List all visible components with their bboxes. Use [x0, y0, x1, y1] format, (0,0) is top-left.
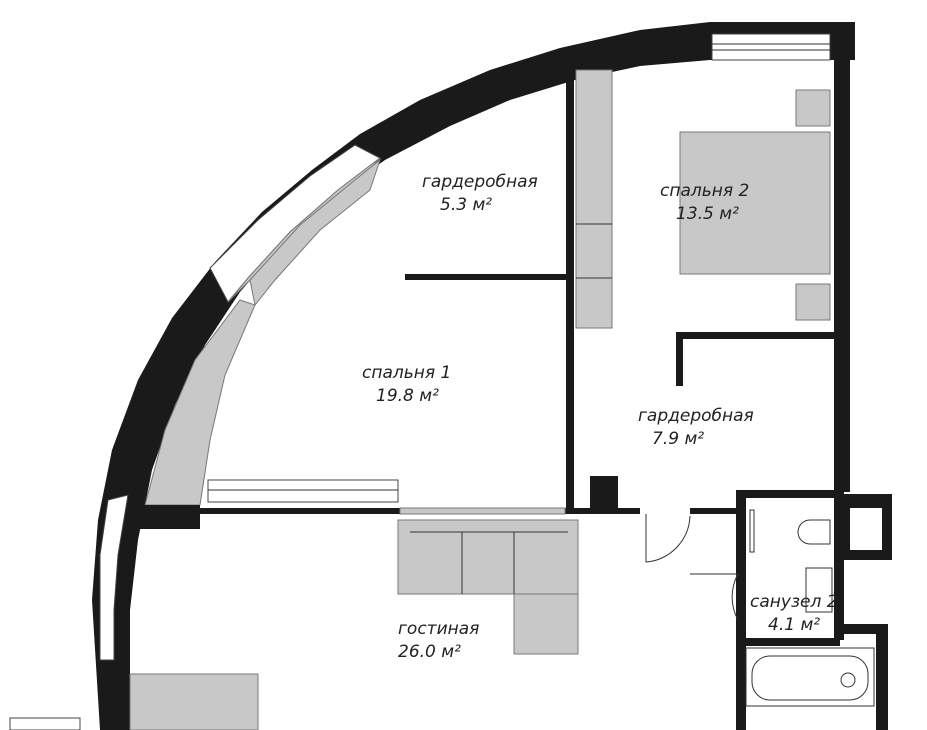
label-bathroom2-area: 4.1 м² [768, 615, 820, 635]
curved-panel-top [249, 158, 382, 307]
label-bedroom2-name: спальня 2 [660, 181, 749, 201]
top-window [711, 33, 831, 61]
nightstand-bottom [795, 283, 831, 321]
bathroom-wall-top [736, 490, 840, 498]
sofa-chaise [513, 593, 579, 655]
wall-wardrobe-bedroom2 [566, 72, 574, 508]
sink [805, 567, 833, 613]
label-wardrobe2-area: 7.9 м² [652, 429, 704, 449]
door-swing-1 [645, 514, 691, 563]
label-wardrobe1-name: гардеробная [422, 172, 538, 192]
wall-bedroom2-wardrobe2 [676, 332, 836, 339]
wall-living-left-stub [140, 513, 200, 529]
wall-bedroom1-living [135, 505, 200, 515]
bathroom-wall-left [736, 490, 746, 730]
curved-window-upper [209, 144, 381, 303]
bathtub-inner [751, 655, 869, 701]
bathroom-wall-right [834, 490, 844, 640]
bath-top-wall [836, 624, 888, 634]
label-bedroom1-name: спальня 1 [362, 363, 451, 383]
label-living-name: гостиная [398, 619, 479, 639]
sofa [397, 519, 579, 595]
door-swing-2 [690, 573, 739, 621]
wall-column [590, 476, 618, 510]
toilet [797, 519, 831, 545]
wardrobe-cabinet [575, 69, 613, 329]
bath-drain [840, 672, 856, 688]
wall-stub-between-doors [690, 508, 740, 514]
wall-wardrobe-bedroom1 [405, 274, 568, 280]
right-exterior-wall [834, 22, 850, 492]
label-wardrobe2-name: гардеробная [638, 406, 754, 426]
label-bedroom2-area: 13.5 м² [676, 204, 739, 224]
balcony-edge [9, 717, 81, 730]
living-window [207, 479, 399, 503]
window-sill-grey [399, 507, 566, 515]
curved-window-lower [99, 494, 129, 661]
label-bathroom2-name: санузел 2 [750, 592, 838, 612]
label-bedroom1-area: 19.8 м² [376, 386, 439, 406]
label-wardrobe1-area: 5.3 м² [440, 195, 492, 215]
bath-right-wall [876, 630, 888, 730]
label-living-area: 26.0 м² [398, 642, 461, 662]
shaft-inner [850, 508, 882, 550]
wall-wardrobe2-stub [676, 332, 683, 386]
towel-rail [749, 509, 755, 553]
bathroom-wall-mid [746, 638, 840, 646]
nightstand-top [795, 89, 831, 127]
double-bed [679, 131, 831, 275]
bathtub [745, 647, 875, 707]
table-bottom-left [129, 673, 259, 730]
